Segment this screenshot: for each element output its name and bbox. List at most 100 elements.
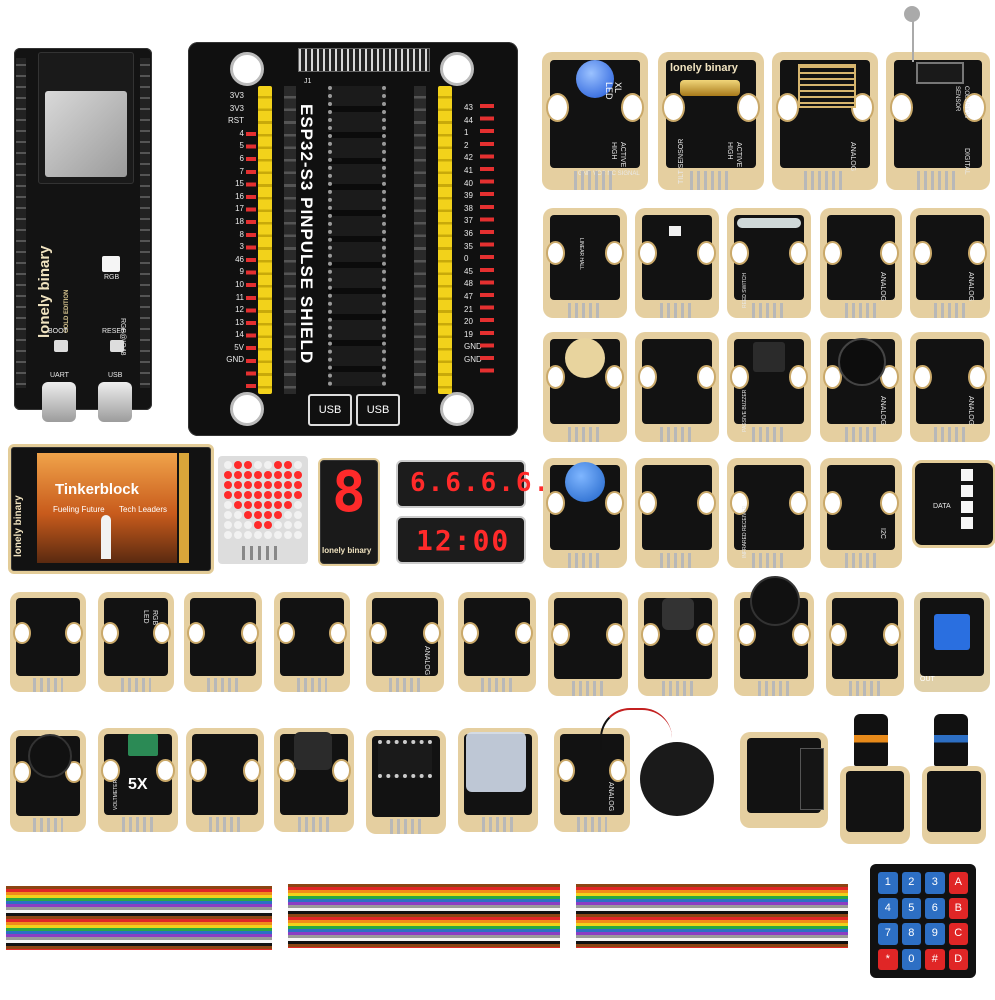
pin-label: 46 [235,254,244,264]
pin-label: 40 [464,178,473,188]
key-a[interactable]: A [948,872,968,894]
pin-label: 41 [464,165,473,175]
left-pin-labels: 3V3 3V3 RST 4 5 6 7 15 16 17 18 8 3 46 9… [210,90,244,367]
module-label: PASSIVE BUZZER [742,389,748,432]
multi-pin-module [740,732,828,828]
seven-segment-brand: lonely binary [322,546,372,555]
wifi-antenna-module [38,52,134,184]
mount-hole [638,491,658,515]
matrix-dot [294,471,302,479]
key-7[interactable]: 7 [878,923,898,945]
orange-knob[interactable] [854,714,888,766]
module-mode: ANALOG [849,142,856,172]
matrix-dot [254,511,262,519]
mount-hole [968,241,987,265]
module-label: REED SWITCH [742,273,748,308]
tft-title: Tinkerblock [55,481,139,498]
jumper-cable-2 [288,884,560,948]
large-cap[interactable] [294,732,332,770]
mount-hole [890,93,913,123]
matrix-dot [294,461,302,469]
matrix-dot [284,481,292,489]
matrix-dot [284,531,292,539]
key-0[interactable]: 0 [901,948,921,970]
header-pins [934,302,966,318]
boot-button[interactable] [54,340,68,352]
left-led-column [246,132,256,392]
left-black-header [284,86,296,394]
key-1[interactable]: 1 [878,872,898,894]
photoresistor-module: ANALOG [366,592,444,692]
reset-button[interactable] [110,340,124,352]
tft-screen: Tinkerblock Fueling Future Tech Leaders [37,453,177,563]
xl-led-module: XL LED ACTIVE HIGH GND VCC NC SIGNAL [542,52,648,190]
mercury-switch-module [548,592,628,696]
pin-label: 21 [464,304,473,314]
passive-buzzer-module: PASSIVE BUZZER [727,332,811,442]
module-mode: ANALOG [967,396,974,426]
key-c[interactable]: C [948,923,968,945]
mount-hole-bl [230,392,264,426]
pin-label: 20 [464,317,473,327]
rgb-label: RGB [104,274,120,281]
pin-label: 12 [235,305,244,315]
matrix-dot [224,471,232,479]
header-pins [752,302,786,318]
microphone-module: ANALOG [820,332,902,442]
mount-hole [546,491,566,515]
hall-module [184,592,262,692]
header-pins [389,678,421,692]
matrix-dot [284,471,292,479]
mount-hole [65,760,83,783]
clear-led-cube [466,732,526,792]
blue-push-button[interactable] [565,462,605,502]
pin-label: 3 [239,242,244,252]
key-8[interactable]: 8 [901,923,921,945]
matrix-dot [224,491,232,499]
driver-chip-column [328,86,386,386]
matrix-dot [234,531,242,539]
mount-hole [696,365,716,389]
mount-hole [730,241,750,265]
key-star[interactable]: * [878,948,898,970]
key-2[interactable]: 2 [901,872,921,894]
trim-pot[interactable] [934,614,970,650]
infrared-receiver-module: INFRARED RECEIVER [727,458,811,568]
header-pins [758,681,790,696]
key-d[interactable]: D [948,948,968,970]
header-pins [844,552,878,568]
header-pins [803,170,847,190]
key-4[interactable]: 4 [878,897,898,919]
header-pins [298,817,330,832]
shield-usb-left: USB [308,394,352,426]
uart-usb-c-port [42,382,76,422]
mount-hole [638,365,658,389]
matrix-dot [234,511,242,519]
module-mode: ANALOG [879,272,886,302]
mount-hole-tr [440,52,474,86]
tactile-cap[interactable] [662,598,694,630]
key-5[interactable]: 5 [901,897,921,919]
encoder-knob[interactable] [750,576,800,626]
mount-hole [696,623,715,646]
pin-label: 16 [235,191,244,201]
switch-lever[interactable] [912,14,914,62]
blue-knob[interactable] [934,714,968,766]
key-hash[interactable]: # [925,948,945,970]
pin-label: 44 [464,115,473,125]
mount-hole [514,622,533,644]
tft-brand: lonely binary [13,495,24,557]
knob-pot-module-orange [840,714,910,844]
mount-hole [829,623,848,646]
key-3[interactable]: 3 [925,872,945,894]
header-pins [122,817,154,832]
header-pins [573,170,617,190]
key-b[interactable]: B [948,897,968,919]
sensing-traces [798,64,856,108]
mount-hole [736,93,760,123]
heart-matrix [224,461,302,539]
matrix-dot [254,531,262,539]
key-9[interactable]: 9 [925,923,945,945]
mount-hole [609,759,627,782]
key-6[interactable]: 6 [925,897,945,919]
